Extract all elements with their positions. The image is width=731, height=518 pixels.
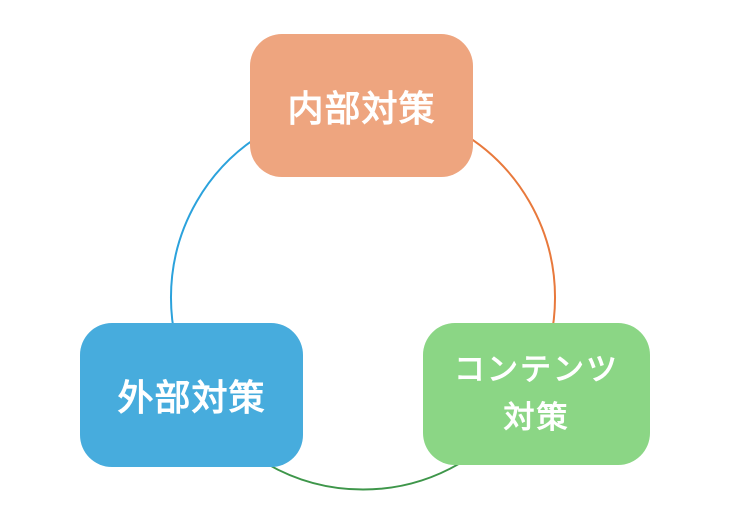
node-content-measures-label-line2: 対策 [503,400,570,435]
node-external-measures-label: 外部対策 [117,377,266,418]
node-external-measures: 外部対策 [80,323,303,467]
node-content-measures-label-line1: コンテンツ [454,352,619,387]
node-internal-measures: 内部対策 [250,34,473,177]
node-internal-measures-label: 内部対策 [287,87,436,129]
node-content-measures: コンテンツ 対策 [423,323,650,465]
